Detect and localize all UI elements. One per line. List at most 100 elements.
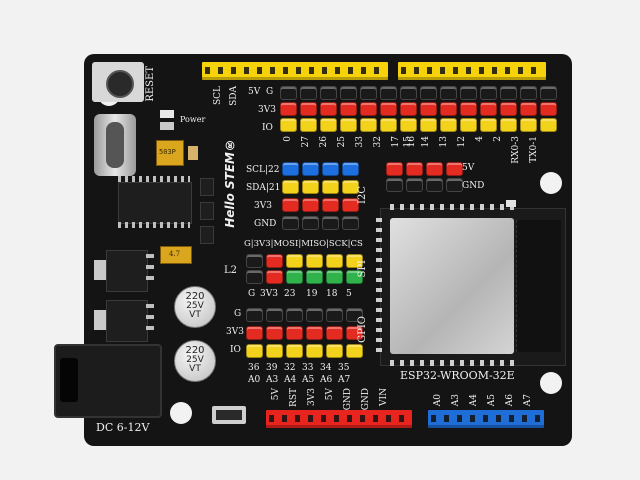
label-scl: SCL bbox=[213, 86, 223, 106]
brand-logo-text: Hello STEM® bbox=[223, 138, 237, 228]
tl-pin-32: 32 bbox=[373, 136, 383, 148]
spi-pins-bottom[interactable] bbox=[246, 270, 363, 284]
spi-header-labels: G|3V3|MOSI|MISO|SCK|CS bbox=[244, 239, 363, 249]
top-left-pins-black[interactable] bbox=[280, 86, 397, 100]
voltage-regulator: 503P bbox=[156, 140, 184, 166]
reset-label: RESET bbox=[145, 66, 156, 102]
bottom-pin-rst: RST bbox=[289, 388, 299, 407]
i2c-pins-black[interactable] bbox=[282, 216, 359, 230]
dev-board-pcb: RESET Power 503P 4.7 L2 220 25V VT 220 2… bbox=[54, 54, 572, 446]
cap2-voltage: 25V bbox=[186, 355, 204, 365]
top-left-pins-red[interactable] bbox=[280, 102, 397, 116]
inductor-l2-label: L2 bbox=[224, 265, 238, 276]
i2c-label-gnd: GND bbox=[254, 219, 277, 229]
spi-pins-top[interactable] bbox=[246, 254, 363, 268]
gpio-pins-yellow[interactable] bbox=[246, 344, 363, 358]
reset-button[interactable] bbox=[92, 62, 144, 102]
gpio-num-32: 32 bbox=[284, 363, 296, 373]
power-led-label: Power bbox=[180, 115, 206, 124]
mounting-hole-right-low bbox=[540, 372, 562, 394]
ldo-pins-2 bbox=[146, 304, 154, 336]
electrolytic-capacitor-1: 220 25V VT bbox=[174, 286, 216, 328]
top-left-female-header[interactable] bbox=[202, 62, 388, 80]
i2c-pins-red[interactable] bbox=[282, 198, 359, 212]
ldo-tab-1 bbox=[94, 260, 106, 280]
gpio-analog-a5: A5 bbox=[302, 375, 315, 385]
tr-pin-12: 12 bbox=[457, 136, 467, 148]
cap2-series: VT bbox=[189, 364, 201, 374]
bottom-pin-a7: A7 bbox=[523, 394, 533, 407]
esp32-module-pins-left bbox=[376, 218, 382, 354]
gpio-num-35: 35 bbox=[338, 363, 350, 373]
ldo-regulator-2 bbox=[106, 300, 148, 342]
ldo-pins-1 bbox=[146, 254, 154, 286]
usb-serial-chip bbox=[118, 182, 192, 224]
transistor-2 bbox=[200, 202, 214, 220]
mounting-hole-bottom-left bbox=[170, 402, 192, 424]
gpio-label-g: G bbox=[234, 309, 242, 319]
tr-pin-rx0: RX0-3 bbox=[511, 136, 521, 164]
spi-title: SPI bbox=[357, 260, 368, 278]
bottom-pin-3v3: 3V3 bbox=[307, 388, 317, 406]
label-io: IO bbox=[262, 123, 273, 133]
tr-pin-14: 14 bbox=[421, 136, 431, 148]
top-left-pins-yellow[interactable] bbox=[280, 118, 397, 132]
top-right-pins-red[interactable] bbox=[400, 102, 557, 116]
gpio-title: GPIO bbox=[357, 316, 368, 343]
usb-chip-pins bbox=[118, 176, 190, 182]
gpio-analog-a0: A0 bbox=[248, 375, 261, 385]
dc-power-label: DC 6-12V bbox=[96, 421, 150, 434]
i2c-pins-yellow[interactable] bbox=[282, 180, 359, 194]
tl-pin-17: 17 bbox=[391, 136, 401, 148]
usb-c-opening bbox=[106, 122, 124, 168]
gpio-label-io: IO bbox=[230, 345, 241, 355]
bottom-power-female-header[interactable] bbox=[266, 410, 412, 428]
spi-foot-19: 19 bbox=[306, 289, 318, 299]
gpio-analog-a3: A3 bbox=[266, 375, 279, 385]
transistor-1 bbox=[200, 178, 214, 196]
pwr-mini-5v-label: 5V bbox=[462, 163, 475, 173]
pwr-mini-pins-black[interactable] bbox=[386, 178, 463, 192]
label-g: G bbox=[266, 87, 274, 97]
dc-jack-opening bbox=[60, 358, 78, 402]
bottom-pin-gnd-2: GND bbox=[361, 388, 371, 411]
top-right-pins-yellow[interactable] bbox=[400, 118, 557, 132]
bottom-pin-gnd: GND bbox=[343, 388, 353, 411]
pwr-mini-pins-red[interactable] bbox=[386, 162, 463, 176]
inductor: 4.7 bbox=[160, 246, 192, 264]
top-right-female-header[interactable] bbox=[398, 62, 546, 80]
dc-barrel-jack[interactable] bbox=[54, 344, 162, 418]
tr-pin-2: 2 bbox=[493, 136, 503, 142]
gpio-analog-a4: A4 bbox=[284, 375, 297, 385]
esp32-antenna-area bbox=[516, 220, 561, 352]
gpio-pins-red[interactable] bbox=[246, 326, 363, 340]
brand-name: Hello STEM bbox=[223, 152, 237, 228]
i2c-pins-blue[interactable] bbox=[282, 162, 359, 176]
cap1-value: 220 bbox=[185, 291, 205, 302]
usb-chip-pins-bottom bbox=[118, 222, 190, 228]
label-3v3: 3V3 bbox=[258, 105, 276, 115]
inductor-marking: 4.7 bbox=[169, 250, 181, 258]
mounting-hole-right-mid bbox=[540, 172, 562, 194]
slide-switch-knob[interactable] bbox=[216, 410, 242, 420]
gpio-label-3v3: 3V3 bbox=[226, 327, 244, 337]
reset-button-cap[interactable] bbox=[106, 70, 134, 98]
bottom-pin-5v-2: 5V bbox=[325, 388, 335, 401]
smd-resistor-1 bbox=[160, 122, 174, 130]
bottom-pin-a4: A4 bbox=[469, 394, 479, 407]
gpio-pins-black[interactable] bbox=[246, 308, 363, 322]
cap2-value: 220 bbox=[185, 345, 205, 356]
tr-pin-4: 4 bbox=[475, 136, 485, 142]
slide-switch[interactable] bbox=[212, 406, 246, 424]
bottom-pin-a3: A3 bbox=[451, 394, 461, 407]
tl-pin-33: 33 bbox=[355, 136, 365, 148]
electrolytic-capacitor-2: 220 25V VT bbox=[174, 340, 216, 382]
tl-pin-0: 0 bbox=[283, 136, 293, 142]
top-right-pins-black[interactable] bbox=[400, 86, 557, 100]
bottom-analog-female-header[interactable] bbox=[428, 410, 544, 428]
label-5v: 5V bbox=[248, 87, 261, 97]
regulator-marking: 503P bbox=[159, 148, 176, 156]
smd-capacitor-1 bbox=[188, 146, 198, 160]
spi-foot-18: 18 bbox=[326, 289, 338, 299]
usb-c-port[interactable] bbox=[94, 114, 136, 176]
